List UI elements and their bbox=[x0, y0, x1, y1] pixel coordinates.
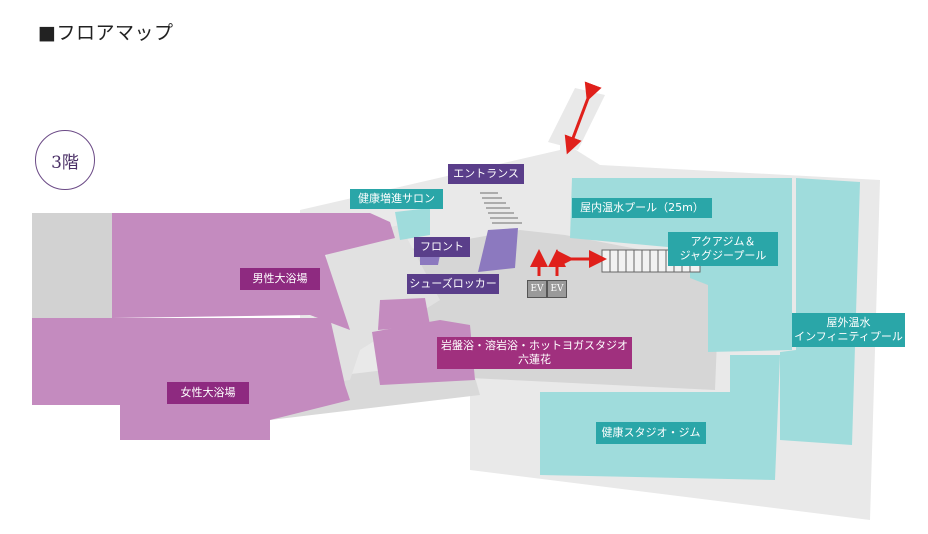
label-studio-gym[interactable]: 健康スタジオ・ジム bbox=[596, 422, 706, 444]
label-indoor-pool[interactable]: 屋内温水プール（25m） bbox=[572, 198, 712, 218]
label-outdoor-pool[interactable]: 屋外温水 インフィニティプール bbox=[792, 313, 905, 347]
salon-area bbox=[395, 208, 430, 240]
bridge bbox=[548, 88, 605, 150]
page-title: ■フロアマップ bbox=[38, 22, 174, 44]
label-outdoor-line2: インフィニティプール bbox=[794, 330, 903, 343]
elevator-2: EV bbox=[547, 280, 567, 298]
label-entrance[interactable]: エントランス bbox=[448, 164, 524, 184]
label-aqua-gym[interactable]: アクアジム＆ ジャグジープール bbox=[668, 232, 778, 266]
label-salon[interactable]: 健康増進サロン bbox=[350, 189, 443, 209]
label-outdoor-line1: 屋外温水 bbox=[826, 316, 871, 330]
studio-gym-area bbox=[540, 355, 780, 480]
label-shoe-locker[interactable]: シューズロッカー bbox=[407, 274, 499, 294]
floor-indicator: 3階 bbox=[35, 130, 95, 190]
left-area bbox=[32, 213, 112, 318]
outdoor-pool-area bbox=[780, 178, 860, 445]
front-desk bbox=[478, 228, 518, 272]
female-bath-area bbox=[32, 318, 350, 440]
bridge-arrow bbox=[564, 81, 602, 155]
front-desk-left bbox=[420, 255, 440, 265]
elevator-1: EV bbox=[527, 280, 547, 298]
label-aqua-line1: アクアジム＆ bbox=[690, 235, 756, 249]
label-ganban[interactable]: 岩盤浴・溶岩浴・ホットヨガスタジオ 六蓮花 bbox=[437, 337, 632, 369]
label-male-bath[interactable]: 男性大浴場 bbox=[240, 268, 320, 290]
ganban-room-upper bbox=[378, 298, 430, 330]
label-ganban-line1: 岩盤浴・溶岩浴・ホットヨガスタジオ bbox=[441, 339, 628, 353]
label-female-bath[interactable]: 女性大浴場 bbox=[167, 382, 249, 404]
label-aqua-line2: ジャグジープール bbox=[679, 249, 767, 262]
label-front[interactable]: フロント bbox=[414, 237, 470, 257]
label-ganban-line2: 六蓮花 bbox=[518, 353, 551, 366]
entrance-stairs bbox=[480, 192, 522, 224]
